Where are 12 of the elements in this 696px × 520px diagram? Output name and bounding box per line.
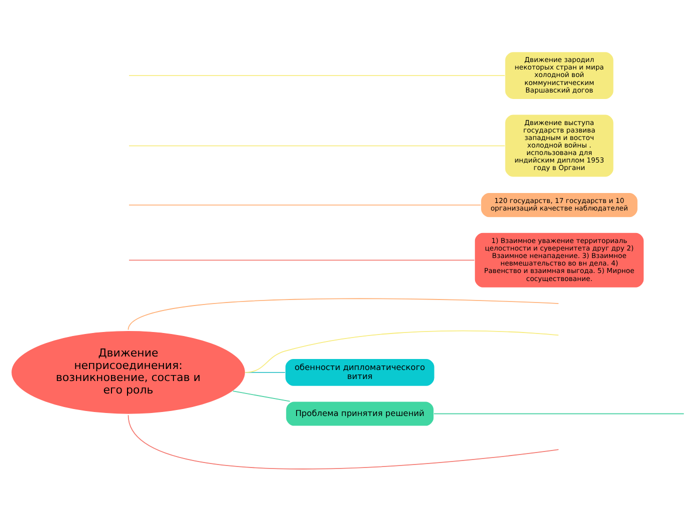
node-box: Проблема принятия решений bbox=[285, 400, 434, 426]
node-box: обенности дипломатического вития bbox=[284, 358, 435, 386]
connector bbox=[128, 259, 475, 260]
connector bbox=[244, 330, 559, 372]
node-ellipse: Движение неприсоединения: возникновение, состав и его роль bbox=[10, 330, 246, 414]
connector bbox=[128, 144, 506, 146]
connector bbox=[128, 204, 482, 205]
connector bbox=[128, 414, 559, 469]
connector bbox=[232, 390, 290, 402]
connector bbox=[433, 412, 684, 414]
connector bbox=[128, 298, 559, 330]
connector bbox=[128, 74, 506, 76]
